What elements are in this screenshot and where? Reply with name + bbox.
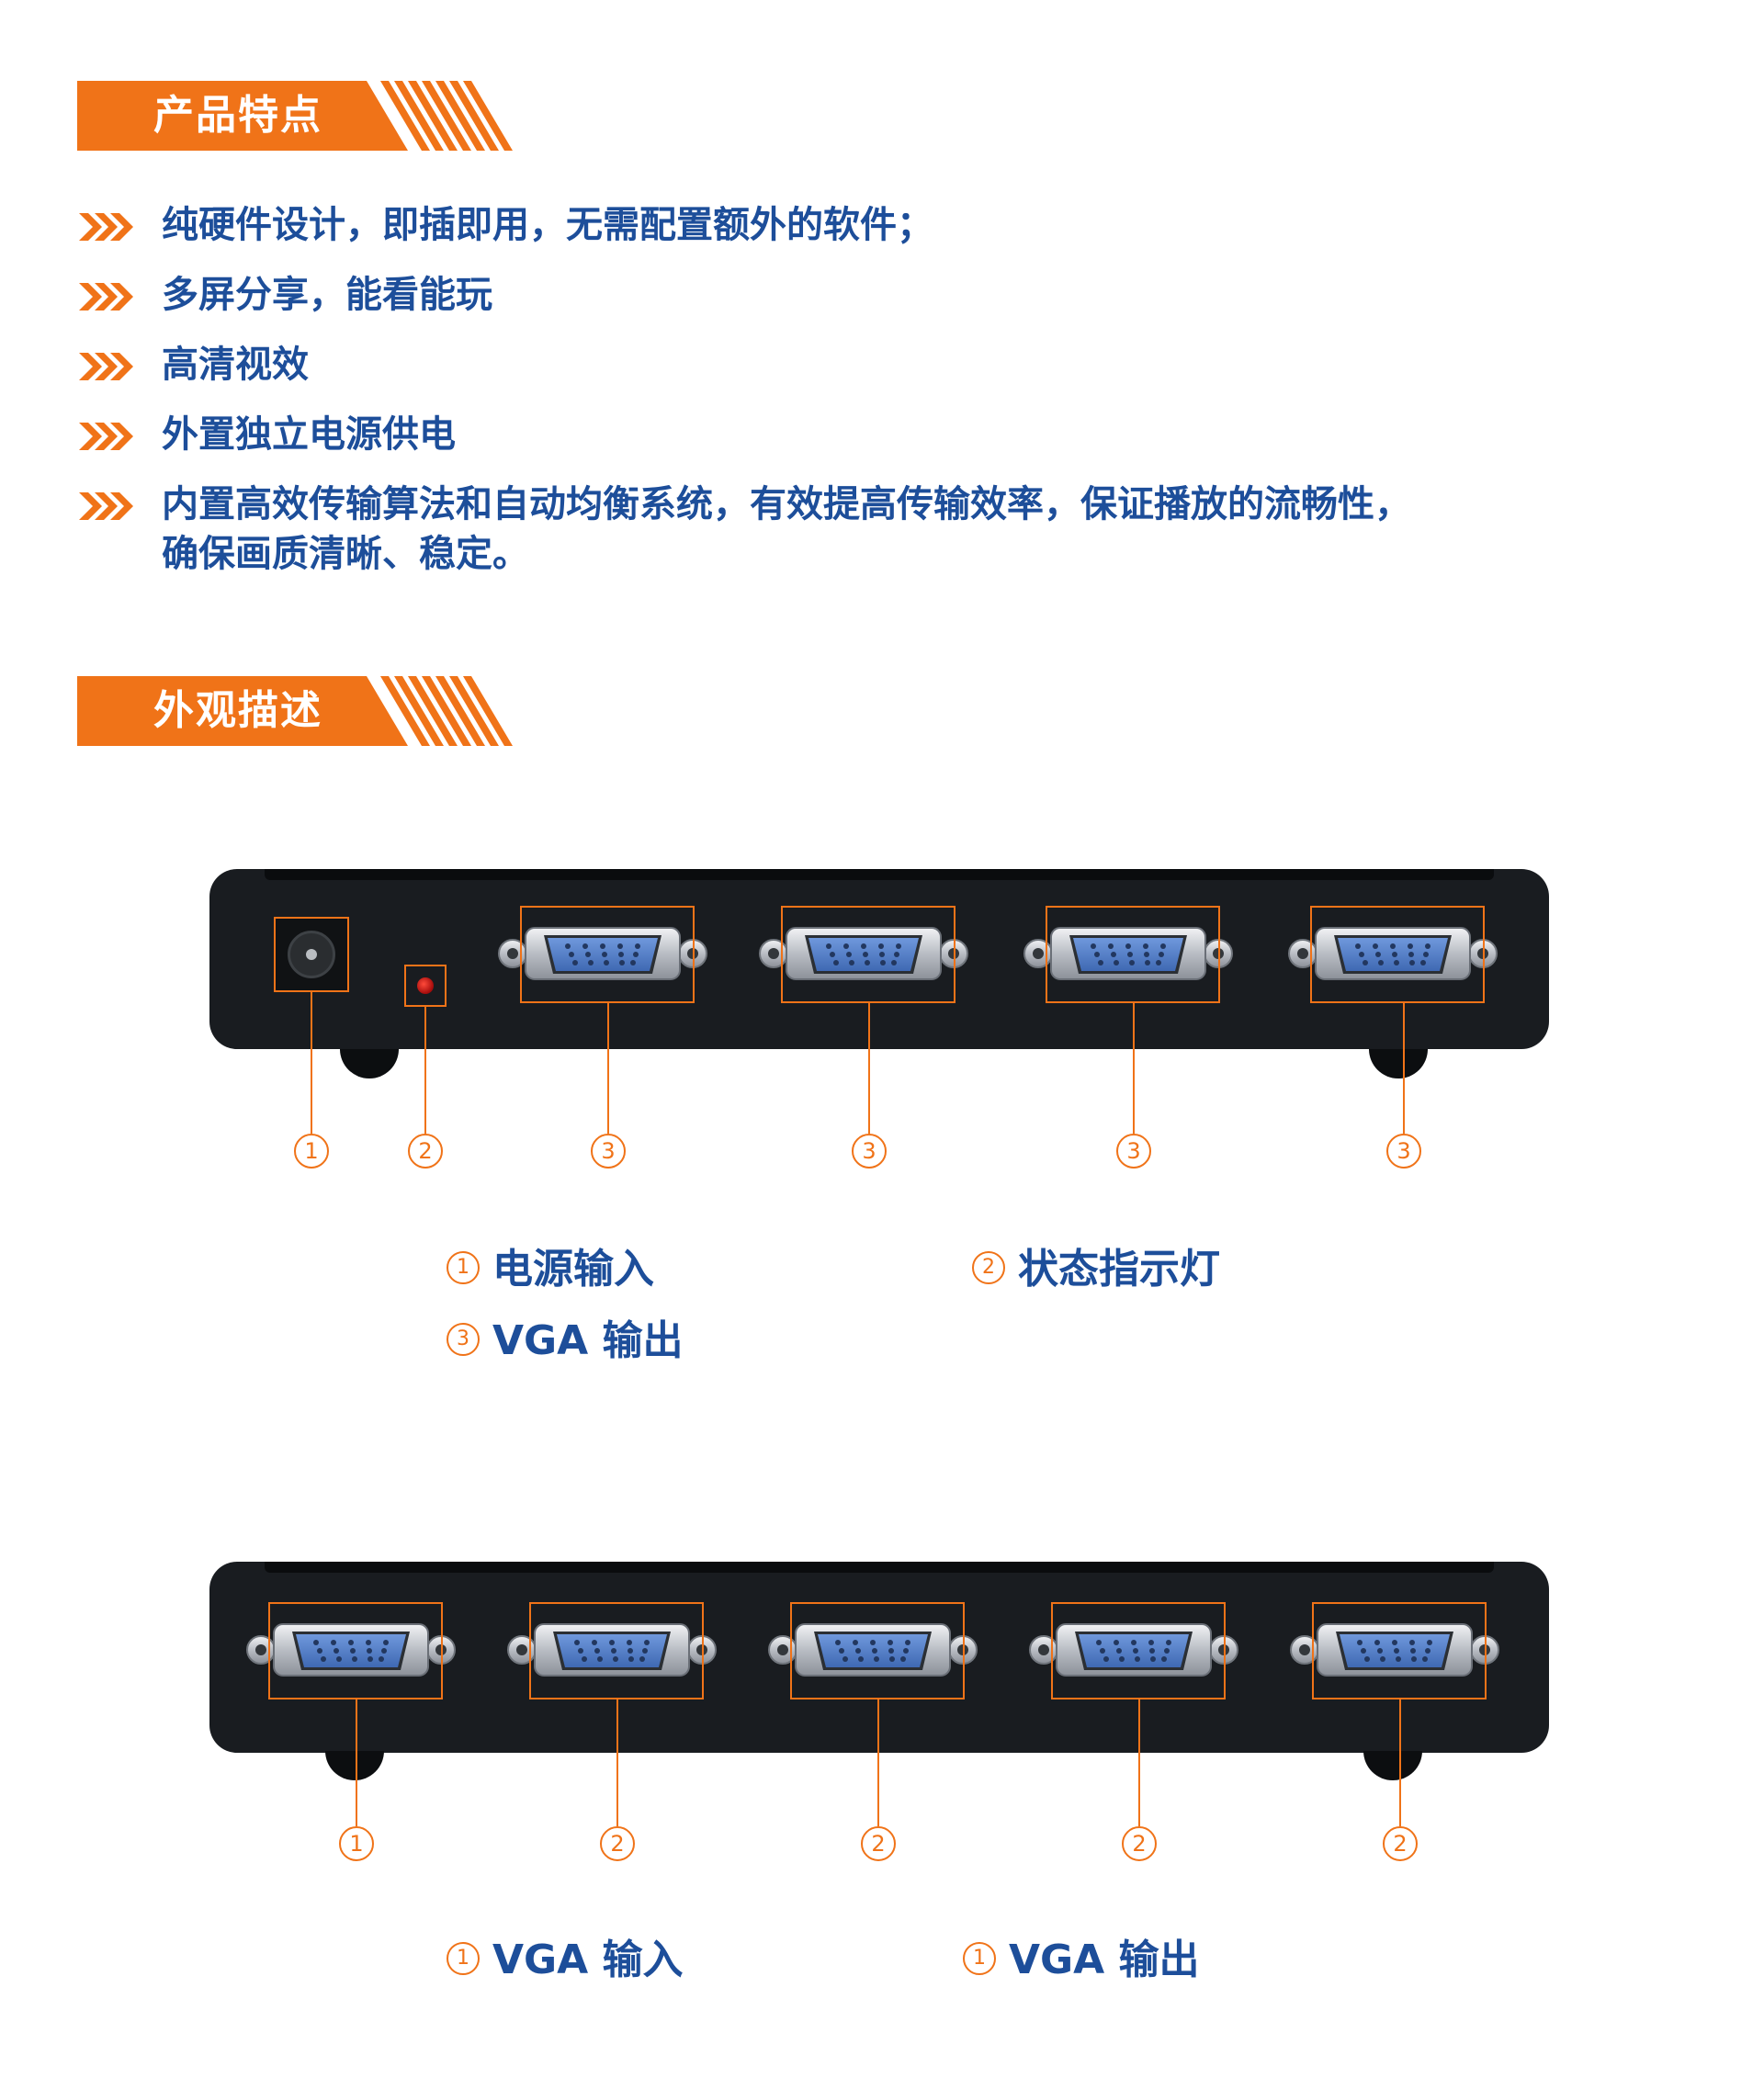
callout-line [1138, 1699, 1140, 1826]
device-rear-panel: 1 2 3 3 3 3 [209, 869, 1549, 1187]
callout-line [607, 1003, 609, 1134]
power-jack-pin [306, 949, 317, 960]
port-highlight [268, 1602, 443, 1699]
legend-number: 1 [447, 1251, 480, 1284]
legend-item: 1 VGA 输入 [447, 1933, 684, 1988]
device-front-panel: 1 2 2 2 2 [209, 1562, 1549, 1880]
device-top-edge [265, 1562, 1494, 1573]
banner-stripes-icon [77, 676, 513, 746]
legend-number: 1 [447, 1942, 480, 1975]
callout-line [1399, 1699, 1401, 1826]
port-highlight [1312, 1602, 1487, 1699]
callout-number: 2 [408, 1134, 443, 1169]
banner-stripes-icon [77, 81, 513, 151]
feature-text: 高清视效 [162, 344, 309, 386]
device-foot [340, 1049, 399, 1078]
triple-chevron-right-icon [77, 211, 134, 243]
list-item: 高清视效 [77, 340, 1694, 390]
led-light-icon [417, 977, 434, 994]
section-title: 外观描述 [153, 687, 322, 734]
callout-line [868, 1003, 870, 1134]
feature-text: 多屏分享，能看能玩 [162, 274, 492, 316]
port-highlight [781, 906, 956, 1003]
callout-line [311, 992, 312, 1134]
feature-list: 纯硬件设计，即插即用，无需配置额外的软件； 多屏分享，能看能玩 高清视效 外置独… [77, 200, 1694, 579]
callout-number: 2 [861, 1826, 896, 1861]
port-highlight [790, 1602, 965, 1699]
callout-line [616, 1699, 618, 1826]
legend-label: 电源输入 [492, 1246, 654, 1293]
triple-chevron-right-icon [77, 421, 134, 452]
triple-chevron-right-icon [77, 491, 134, 522]
section-banner-features: 产品特点 [77, 81, 516, 151]
port-highlight [520, 906, 695, 1003]
callout-number: 2 [1383, 1826, 1418, 1861]
list-item: 内置高效传输算法和自动均衡系统，有效提高传输效率，保证播放的流畅性， 确保画质清… [77, 480, 1694, 579]
legend-label: VGA 输入 [492, 1937, 684, 1983]
callout-line [356, 1699, 357, 1826]
port-highlight [529, 1602, 704, 1699]
legend-number: 3 [447, 1323, 480, 1356]
section-banner-appearance: 外观描述 [77, 676, 516, 746]
legend-number: 1 [963, 1942, 996, 1975]
callout-line [424, 1007, 426, 1134]
status-led [404, 965, 447, 1007]
callout-line [1133, 1003, 1135, 1134]
list-item: 多屏分享，能看能玩 [77, 270, 1694, 320]
legend-item: 2 状态指示灯 [972, 1242, 1220, 1297]
list-item: 外置独立电源供电 [77, 410, 1694, 459]
callout-number: 3 [852, 1134, 887, 1169]
triple-chevron-right-icon [77, 351, 134, 382]
feature-text: 确保画质清晰、稳定。 [162, 533, 529, 575]
list-item: 纯硬件设计，即插即用，无需配置额外的软件； [77, 200, 1694, 250]
callout-number: 3 [591, 1134, 626, 1169]
device-top-edge [265, 869, 1494, 880]
feature-text: 内置高效传输算法和自动均衡系统，有效提高传输效率，保证播放的流畅性， [162, 483, 1411, 525]
port-highlight [1046, 906, 1220, 1003]
callout-number: 1 [339, 1826, 374, 1861]
legend-label: VGA 输出 [1009, 1937, 1200, 1983]
callout-number: 2 [1122, 1826, 1157, 1861]
legend-label: VGA 输出 [492, 1317, 684, 1364]
triple-chevron-right-icon [77, 281, 134, 312]
legend-label: 状态指示灯 [1018, 1246, 1220, 1293]
feature-text: 外置独立电源供电 [162, 413, 456, 456]
legend-item: 3 VGA 输出 [447, 1314, 684, 1369]
callout-line [877, 1699, 879, 1826]
device-foot [1363, 1751, 1422, 1780]
legend-item: 1 VGA 输出 [963, 1933, 1200, 1988]
callout-line [1403, 1003, 1405, 1134]
callout-number: 2 [600, 1826, 635, 1861]
device-foot [325, 1751, 384, 1780]
section-title: 产品特点 [153, 92, 322, 139]
callout-number: 3 [1386, 1134, 1421, 1169]
feature-text: 纯硬件设计，即插即用，无需配置额外的软件； [162, 204, 933, 246]
callout-number: 3 [1116, 1134, 1151, 1169]
callout-number: 1 [294, 1134, 329, 1169]
port-highlight [1310, 906, 1485, 1003]
port-highlight [1051, 1602, 1226, 1699]
legend-item: 1 电源输入 [447, 1242, 654, 1297]
power-jack [274, 917, 349, 992]
device-foot [1369, 1049, 1428, 1078]
legend-number: 2 [972, 1251, 1005, 1284]
